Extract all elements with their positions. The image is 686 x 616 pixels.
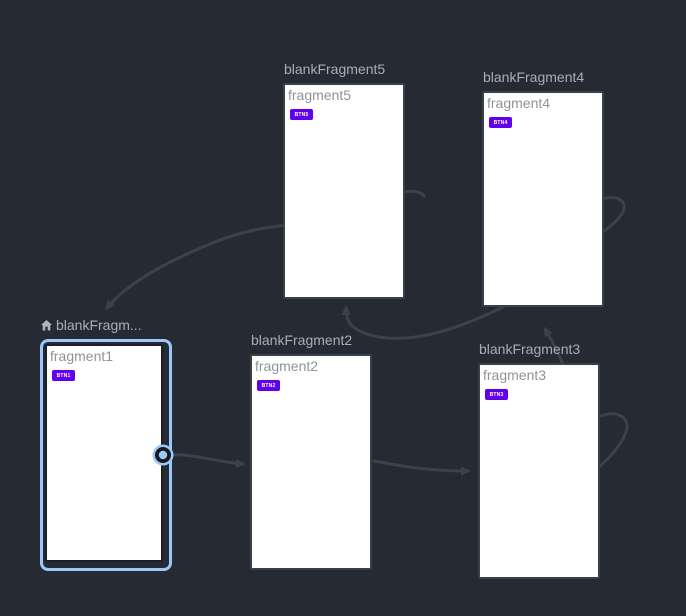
preview-button: BTN1 <box>52 370 75 381</box>
action-handle[interactable] <box>150 442 176 468</box>
screen-label: fragment5 <box>288 87 352 103</box>
action-fragment2-to-fragment3[interactable] <box>372 459 471 476</box>
edge-fragment4-to-fragment5[interactable] <box>341 282 547 340</box>
fragment2-preview[interactable]: fragment2 BTN2 <box>250 354 372 570</box>
destination-fragment1-header[interactable]: blankFragm... <box>41 317 172 334</box>
screen-label: fragment2 <box>255 358 319 374</box>
destination-title: blankFragment4 <box>483 69 585 85</box>
edge-fragment1-to-fragment2[interactable] <box>164 453 246 468</box>
destination-fragment2-header[interactable]: blankFragment2 <box>251 332 372 349</box>
preview-button: BTN5 <box>290 109 313 120</box>
fragment1-preview[interactable]: fragment1 BTN1 <box>45 344 163 562</box>
destination-fragment5[interactable]: blankFragment5 fragment5 BTN5 <box>283 61 405 299</box>
fragment4-preview[interactable]: fragment4 BTN4 <box>482 91 604 307</box>
selection-outline[interactable]: fragment1 BTN1 <box>40 339 174 571</box>
destination-title: blankFragment5 <box>284 61 386 77</box>
destination-fragment4-header[interactable]: blankFragment4 <box>483 69 604 86</box>
fragment3-preview[interactable]: fragment3 BTN3 <box>478 363 600 579</box>
edge-fragment3-loop[interactable] <box>587 412 629 478</box>
destination-title: blankFragm... <box>56 317 142 333</box>
destination-title: blankFragment2 <box>251 332 353 348</box>
screen-label: fragment3 <box>483 367 547 383</box>
action-fragment1-to-fragment2[interactable] <box>164 453 246 468</box>
preview-button: BTN2 <box>257 380 280 391</box>
fragment5-preview[interactable]: fragment5 BTN5 <box>283 83 405 299</box>
destination-fragment4[interactable]: blankFragment4 fragment4 BTN4 <box>482 69 604 307</box>
destination-fragment3[interactable]: blankFragment3 fragment3 BTN3 <box>478 341 600 579</box>
destination-fragment3-header[interactable]: blankFragment3 <box>479 341 600 358</box>
destination-title: blankFragment3 <box>479 341 581 357</box>
edge-fragment2-to-fragment3[interactable] <box>372 459 471 476</box>
screen-label: fragment1 <box>50 348 114 364</box>
destination-fragment2[interactable]: blankFragment2 fragment2 BTN2 <box>250 332 372 570</box>
home-icon <box>41 320 52 331</box>
edge-fragment5-stub[interactable] <box>402 189 426 198</box>
screen-label: fragment4 <box>487 95 551 111</box>
destination-fragment1[interactable]: blankFragm... fragment1 BTN1 <box>40 317 174 571</box>
preview-button: BTN3 <box>485 389 508 400</box>
destination-fragment5-header[interactable]: blankFragment5 <box>284 61 405 78</box>
preview-button: BTN4 <box>489 117 512 128</box>
